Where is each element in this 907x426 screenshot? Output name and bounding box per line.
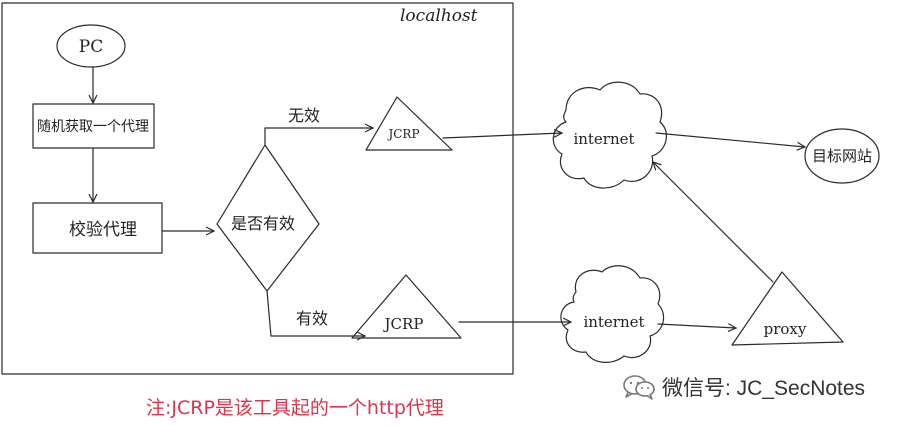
- localhost-boundary: [1, 2, 514, 375]
- validate-proxy-node: [32, 202, 163, 254]
- jcrp-top-node: [365, 96, 453, 151]
- edge-label-valid: 有效: [296, 309, 328, 328]
- edge-decision-valid: [266, 290, 365, 336]
- target-node: [804, 128, 880, 184]
- pc-label: PC: [79, 37, 103, 57]
- pc-node: [56, 24, 126, 68]
- validate-proxy-label: 校验代理: [69, 220, 137, 240]
- internet-bottom-label: internet: [583, 313, 644, 331]
- jcrp-top-label: JCRP: [386, 127, 419, 141]
- edge-internet-to-target: [655, 132, 805, 147]
- decision-label: 是否有效: [231, 214, 295, 233]
- edge-decision-invalid: [264, 128, 373, 146]
- proxy-node: [731, 271, 844, 346]
- watermark: 微信号: JC_SecNotes: [622, 372, 865, 402]
- jcrp-bottom-label: JCRP: [383, 315, 424, 333]
- edge-internet-to-proxy: [657, 324, 736, 328]
- random-proxy-label: 随机获取一个代理: [37, 119, 149, 135]
- edge-label-invalid: 无效: [288, 106, 320, 125]
- watermark-text: 微信号: JC_SecNotes: [662, 377, 866, 400]
- note-text: 注:JCRP是该工具起的一个http代理: [146, 397, 444, 419]
- internet-top-label: internet: [573, 130, 634, 148]
- wechat-icon: [622, 374, 656, 400]
- edge-proxy-to-internet-top: [653, 162, 774, 283]
- internet-top-node: [552, 81, 668, 189]
- edge-jcrp-to-internet-top: [442, 133, 562, 139]
- internet-bottom-node: [560, 265, 665, 363]
- proxy-label: proxy: [764, 320, 807, 338]
- localhost-label: localhost: [400, 6, 478, 26]
- jcrp-bottom-node: [351, 274, 462, 339]
- target-label: 目标网站: [812, 147, 872, 165]
